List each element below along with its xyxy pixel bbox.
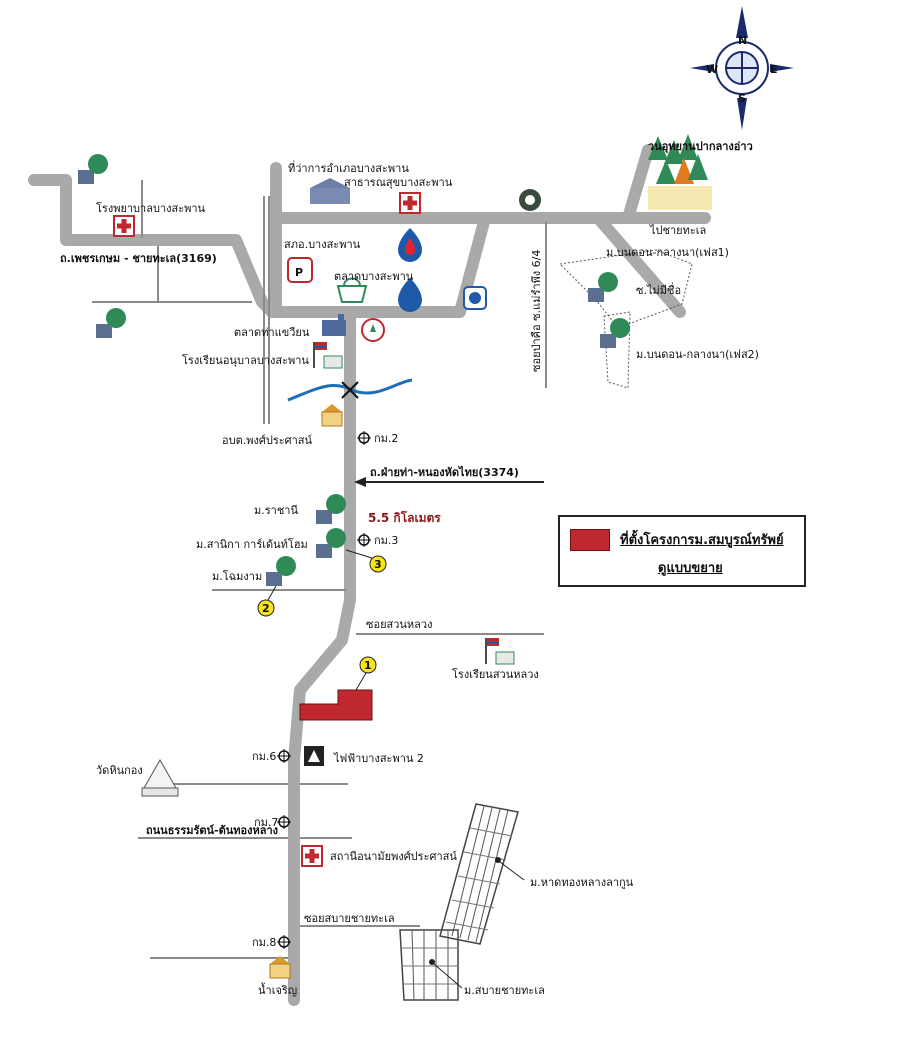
label-soi-suanluang: ซอยสวนหลวง <box>366 618 432 631</box>
label-km2: กม.2 <box>374 432 398 445</box>
legend-project-title: ที่ตั้งโครงการม.สมบูรณ์ทรัพย์ <box>620 533 784 548</box>
label-rachanee: ม.ราชานี <box>254 504 298 517</box>
label-obt: อบต.พงศ์ประศาสน์ <box>222 434 313 447</box>
tree-icon <box>316 494 346 524</box>
label-health-office: สาธารณสุขบางสะพาน <box>344 176 453 189</box>
marker-2: 2 <box>257 585 277 617</box>
label-market-river: ตลาดท่าแขวียน <box>234 326 310 339</box>
hadthong-grid <box>439 803 525 945</box>
bridge-icon <box>341 381 359 399</box>
label-mai-mee: ซ.ไม่มีชื่อ <box>636 282 681 297</box>
label-namcharoen: น้ำเจริญ <box>258 982 297 997</box>
compass-s: S <box>738 92 746 105</box>
tree-icon <box>588 272 618 302</box>
red-cross-icon <box>113 215 135 237</box>
red-cross-icon <box>301 845 323 867</box>
label-chomngam: ม.โฉมงาม <box>212 569 262 583</box>
km-marker-icon <box>277 749 291 763</box>
marker-3: 3 <box>345 549 387 573</box>
government-building-icon <box>310 178 350 204</box>
label-sabai-village: ม.สบายชายทะเล <box>464 984 545 997</box>
gas-station-icon <box>519 189 541 211</box>
label-power: ไฟฟ้าบางสะพาน 2 <box>333 752 424 765</box>
compass-rose-icon: N S W E <box>690 6 794 130</box>
label-distance: 5.5 กิโลเมตร <box>368 510 441 525</box>
office-building-icon <box>269 956 291 979</box>
label-pao: สภอ.บางสะพาน <box>284 238 361 251</box>
label-district-office: ที่ว่าการอำเภอบางสะพาน <box>288 160 409 175</box>
legend-see-detail-link[interactable]: ดูแบบขยาย <box>658 561 723 576</box>
legend-swatch <box>570 529 610 551</box>
building-icon <box>322 314 346 336</box>
label-km7: กม.7 <box>254 816 278 829</box>
km-marker-icon <box>277 935 291 949</box>
compass-e: E <box>770 63 778 76</box>
marker-3-label: 3 <box>374 558 382 571</box>
red-cross-icon <box>399 192 421 214</box>
market-basket-icon <box>336 277 368 303</box>
police-p-icon: P <box>287 257 313 283</box>
gas-station-icon <box>361 318 385 342</box>
label-soi-sabai: ซอยสบายชายทะเล <box>304 912 395 925</box>
road-network <box>28 144 711 1006</box>
label-market: ตลาดบางสะพาน <box>334 270 414 283</box>
tree-icon <box>266 556 296 586</box>
forest-park-icon <box>648 134 712 210</box>
label-to-beach: ไปชายทะเล <box>649 224 706 237</box>
label-kindergarten: โรงเรียนอนุบาลบางสะพาน <box>182 353 309 367</box>
temple-icon <box>141 758 179 797</box>
tree-icon <box>96 308 126 338</box>
label-sanika: ม.สานิกา การ์เด้นท์โฮม <box>196 537 308 551</box>
km-marker-icon <box>277 815 291 829</box>
label-school-suanluang: โรงเรียนสวนหลวง <box>452 667 539 681</box>
phase-boundaries <box>558 249 693 389</box>
label-faitha-road: ถ.ฝ่ายท่า-หนองหัดไทย(3374) <box>370 465 519 479</box>
label-km3: กม.3 <box>374 534 398 547</box>
label-wat: วัดหินกอง <box>96 764 143 777</box>
label-ban-nuan-1: ม.บนดอน-กลางนา(เฟส1) <box>606 246 729 259</box>
power-station-icon <box>304 746 324 766</box>
office-building-icon <box>321 404 343 427</box>
label-thanon-thamrat: ถนนธรรมรัตน์-ต้นทองหลาง <box>146 824 278 837</box>
tree-icon <box>316 528 346 558</box>
km-marker-icon <box>357 431 371 445</box>
flag-school-icon <box>313 342 343 369</box>
compass-n: N <box>738 34 747 47</box>
label-health-station: สถานีอนามัยพงศ์ประศาสน์ <box>330 850 457 863</box>
svg-text:P: P <box>295 266 303 279</box>
label-phetkasem-road: ถ.เพชรเกษม - ชายทะเล(3169) <box>60 252 217 265</box>
km-marker-icon <box>357 533 371 547</box>
label-km6: กม.6 <box>252 750 276 763</box>
label-hospital: โรงพยาบาลบางสะพาน <box>96 201 206 215</box>
legend-box: ที่ตั้งโครงการม.สมบูรณ์ทรัพย์ ดูแบบขยาย <box>558 515 806 587</box>
label-park: วนอุทยานปากลางอ่าว <box>648 140 753 154</box>
label-soi-side: ซอยป่าคือ ซ.แม่รำพึง 6/4 <box>530 250 543 372</box>
label-km8: กม.8 <box>252 936 276 949</box>
flag-school-icon <box>485 638 515 665</box>
tree-icon <box>600 318 630 348</box>
label-hadthong: ม.หาดทองหลางลากูน <box>530 876 634 889</box>
side-roads <box>92 180 547 959</box>
gas-station-icon <box>463 286 487 310</box>
marker-1: 1 <box>355 656 377 691</box>
river <box>287 378 413 402</box>
project-site <box>299 689 373 721</box>
marker-1-label: 1 <box>364 659 372 672</box>
sabai-grid <box>399 929 463 1001</box>
compass-w: W <box>706 63 718 76</box>
tree-icon <box>78 154 108 184</box>
label-ban-nuan-2: ม.บนดอน-กลางนา(เฟส2) <box>636 348 759 361</box>
gas-station-icon <box>398 278 422 312</box>
gas-station-icon <box>398 228 422 262</box>
marker-2-label: 2 <box>262 602 270 615</box>
